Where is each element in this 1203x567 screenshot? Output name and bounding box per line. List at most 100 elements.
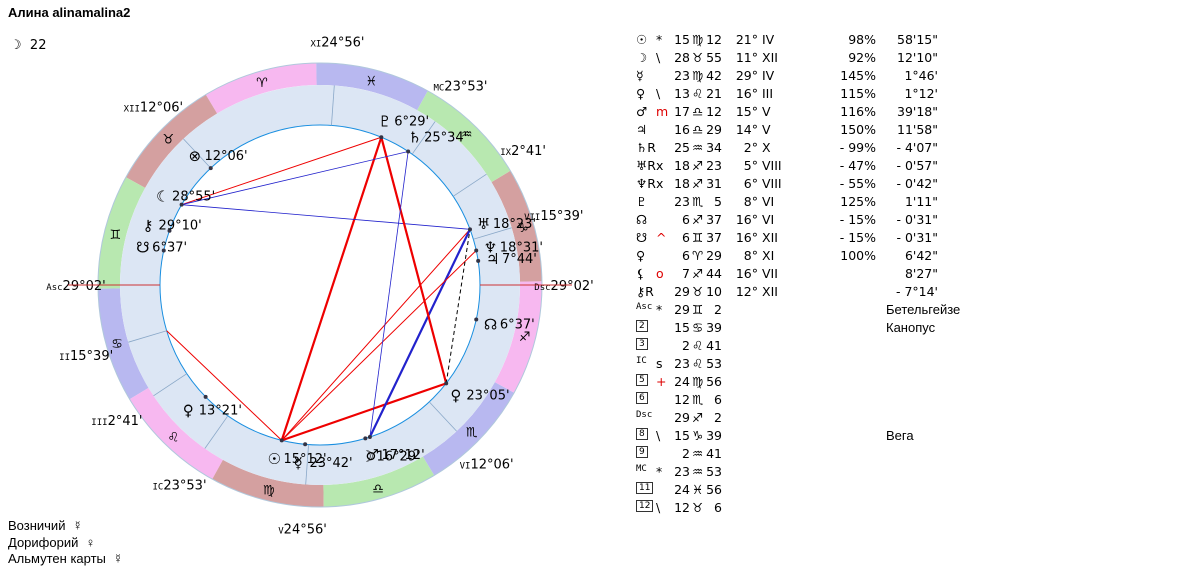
house-cusp-line-3 xyxy=(153,373,188,397)
house-cusp-label: MC23°53' xyxy=(433,79,487,94)
aspect-line xyxy=(181,151,409,206)
sign-icon: ♌ xyxy=(692,338,704,353)
planet-minute: 37 xyxy=(706,212,722,227)
jupiter-degree: 7°44' xyxy=(502,252,537,267)
house-roman: V xyxy=(762,104,771,119)
planet-strength: - 55% xyxy=(839,176,876,191)
planet-strength: 92% xyxy=(848,50,876,65)
planet-strength: 115% xyxy=(840,86,876,101)
planet-minute: 55 xyxy=(706,50,722,65)
planet-minute: 37 xyxy=(706,230,722,245)
planet-degree: 13 xyxy=(674,86,690,101)
house-label: IC xyxy=(636,356,647,366)
house-roman: IV xyxy=(762,68,775,83)
venus-marker xyxy=(444,381,449,386)
planet-degree: 29 xyxy=(674,284,690,299)
aspect-line xyxy=(369,151,409,438)
uranus-degree: 18°23' xyxy=(493,217,536,232)
sun-marker xyxy=(279,438,284,443)
planet-speed: - 0'42" xyxy=(896,176,938,191)
house-roman: XII xyxy=(762,230,778,245)
planet-strength: 100% xyxy=(840,248,876,263)
sign-icon: ♊ xyxy=(692,230,704,245)
sign-icon: ♒ xyxy=(692,140,704,155)
planet-minute: 23 xyxy=(706,158,722,173)
house-cusp-minute: 53 xyxy=(706,356,722,371)
sign-icon: ♑ xyxy=(692,428,704,443)
aquarius-icon: ♒ xyxy=(461,127,473,142)
planet-speed: 39'18" xyxy=(897,104,938,119)
house-degree: 2° xyxy=(743,140,758,155)
cancer-icon: ♋ xyxy=(111,337,123,352)
venus-icon: ♀ xyxy=(85,535,96,550)
planet-strength: - 99% xyxy=(839,140,876,155)
house-cusp-minute: 2 xyxy=(714,410,722,425)
house-degree: 15° xyxy=(735,104,758,119)
sign-icon: ♍ xyxy=(692,68,704,83)
planet-flag: o xyxy=(656,266,664,281)
house-cusp-label: III2°41' xyxy=(91,414,142,429)
selena-marker xyxy=(203,394,208,399)
natal-chart-wheel: ♈♉♊♋♌♍♎♏♐♑♒♓Asc29°02'II15°39'III2°41'IC2… xyxy=(46,36,593,538)
mercury-degree: 23°42' xyxy=(309,456,352,471)
mars-marker xyxy=(367,435,372,440)
sign-icon: ♒ xyxy=(692,464,704,479)
neptune-degree: 18°31' xyxy=(500,241,543,256)
planet-icon: ☿ xyxy=(636,68,644,83)
south-node-icon: ☋ xyxy=(136,239,149,257)
house-cusp-degree: 24 xyxy=(674,374,690,389)
mars-icon: ♂ xyxy=(365,446,378,464)
planet-speed: 58'15" xyxy=(897,32,938,47)
planet-strength: - 15% xyxy=(839,230,876,245)
planet-icon: ♃ xyxy=(636,122,648,137)
sign-icon: ♐ xyxy=(692,158,704,173)
house-flag: + xyxy=(656,374,667,389)
planet-degree: 6 xyxy=(682,212,690,227)
chart-title: Алина alinamalina2 xyxy=(8,5,131,20)
mercury-icon: ☿ xyxy=(293,454,302,472)
planet-degree: 23 xyxy=(674,194,690,209)
house-cusp-degree: 12 xyxy=(674,392,690,407)
aspect-line xyxy=(281,228,471,441)
planet-flag: \ xyxy=(656,50,661,65)
moon-degree: 16°29' xyxy=(376,450,419,465)
planet-minute: 12 xyxy=(706,104,722,119)
house-roman: III xyxy=(762,86,774,101)
planet-icon: ⚷R xyxy=(636,284,654,299)
moon-day: ☽ 22 xyxy=(10,38,46,53)
pisces-icon: ♓ xyxy=(365,74,377,89)
house-degree: 21° xyxy=(735,32,758,47)
lilith-icon: ☾ xyxy=(156,188,169,206)
house-degree: 8° xyxy=(743,248,758,263)
planet-speed: 12'10" xyxy=(897,50,938,65)
house-cusp-label: Asc29°02' xyxy=(46,279,105,294)
planet-speed: - 4'07" xyxy=(896,140,938,155)
sign-icon: ♈ xyxy=(692,248,704,263)
chiron-degree: 29°10' xyxy=(159,219,202,234)
planet-strength: 125% xyxy=(840,194,876,209)
planet-minute: 42 xyxy=(706,68,722,83)
fixed-star: Вега xyxy=(886,428,914,443)
aspect-line xyxy=(368,228,471,438)
mercury-marker xyxy=(303,442,308,447)
sign-icon: ♐ xyxy=(692,266,704,281)
planet-minute: 29 xyxy=(706,122,722,137)
house-cusp-label: XII12°06' xyxy=(124,101,183,116)
house-cusp-minute: 39 xyxy=(706,428,722,443)
planet-minute: 5 xyxy=(714,194,722,209)
planet-minute: 44 xyxy=(706,266,722,281)
planet-flag: x xyxy=(656,158,664,173)
planet-degree: 17 xyxy=(674,104,690,119)
south-node-degree: 6°37' xyxy=(152,241,187,256)
house-label: Asc xyxy=(636,302,653,312)
uranus-icon: ♅ xyxy=(477,215,490,233)
north-node-icon: ☊ xyxy=(484,315,497,333)
planet-flag: ^ xyxy=(656,230,667,245)
house-roman: VI xyxy=(762,212,775,227)
